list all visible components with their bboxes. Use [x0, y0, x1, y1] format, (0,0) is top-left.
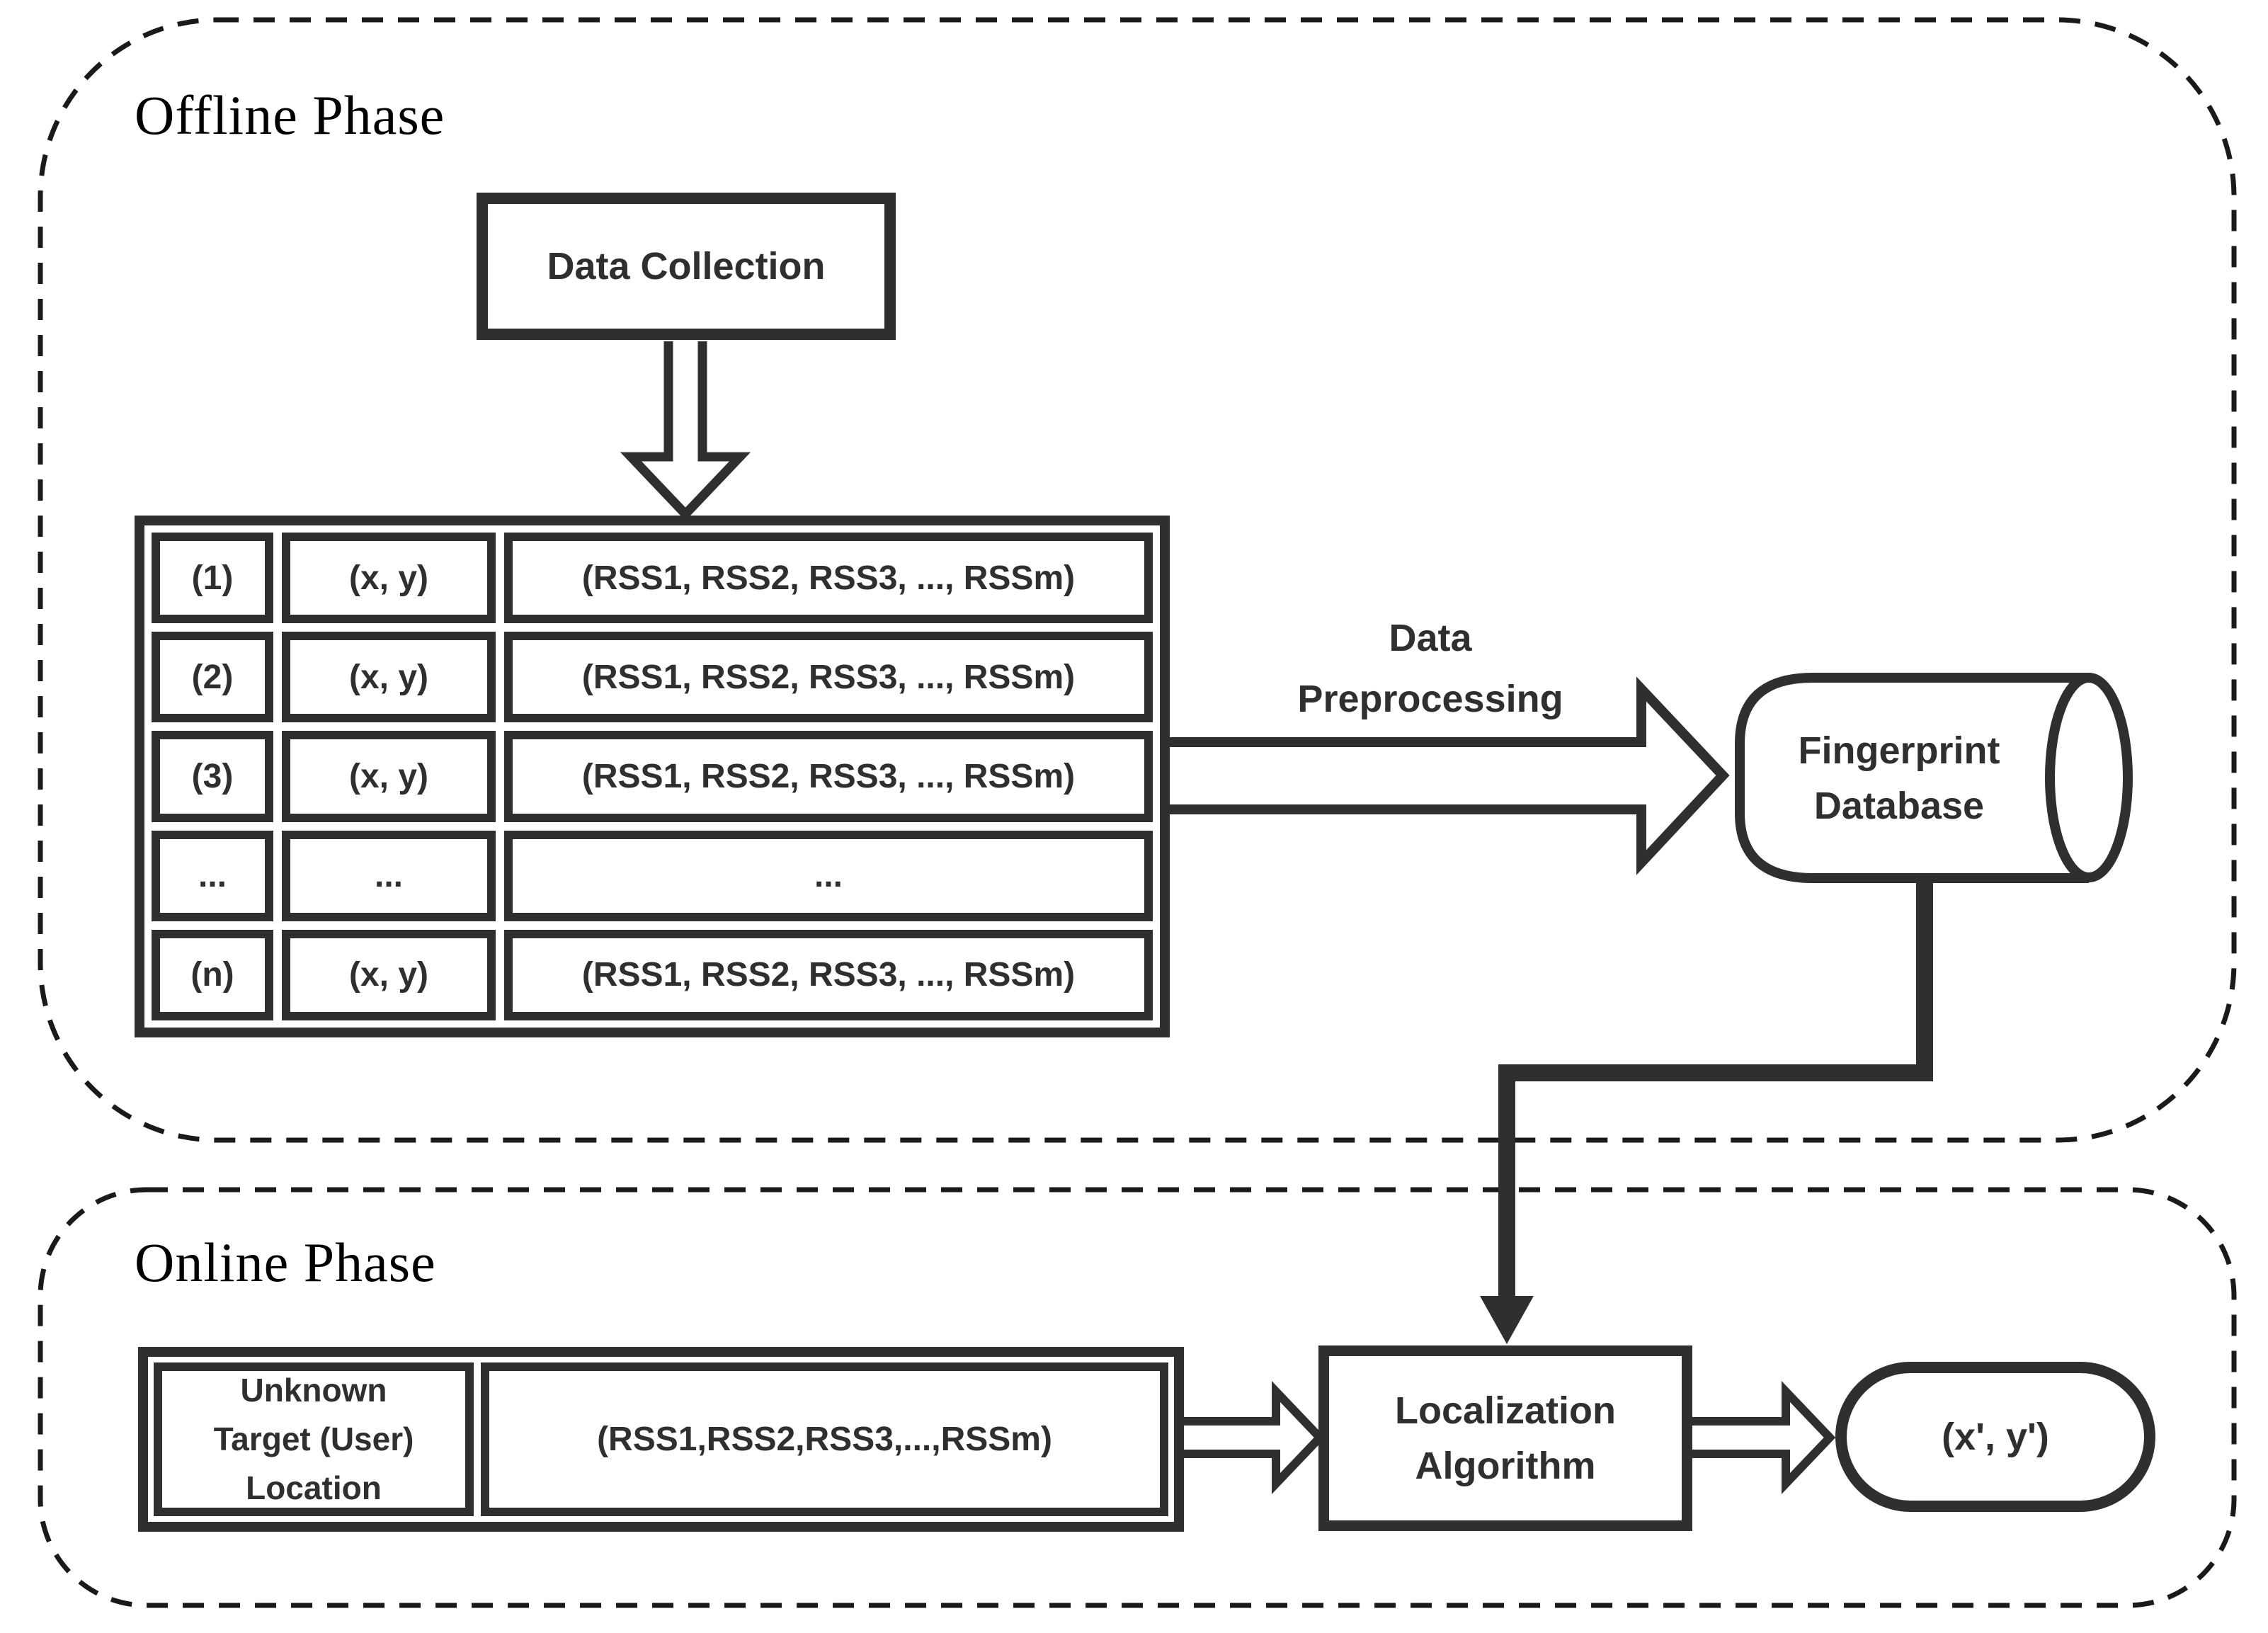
arrow-algorithm-to-output-icon [1691, 1381, 1836, 1494]
offline-phase-container [38, 17, 2237, 1143]
unknown-target-cell: Unknown Target (User) Location [154, 1362, 474, 1516]
connector-database-to-algorithm [1498, 878, 1933, 1303]
table-cell-row1-id: (1) [152, 533, 273, 624]
online-rss-cell: (RSS1,RSS2,RSS3,...,RSSm) [481, 1362, 1168, 1516]
database-cylinder-end [2045, 673, 2133, 882]
table-cell-row4-rss: ... [504, 830, 1153, 921]
table-cell-row5-id: (n) [152, 929, 273, 1020]
arrow-measurement-to-algorithm-icon [1181, 1381, 1326, 1494]
offline-phase-title: Offline Phase [135, 84, 445, 146]
table-cell-row2-coord: (x, y) [282, 632, 496, 723]
arrow-data-collection-to-table-icon [620, 341, 751, 521]
estimated-position-box: (x', y') [1835, 1362, 2155, 1512]
table-cell-row2-rss: (RSS1, RSS2, RSS3, ..., RSSm) [504, 632, 1153, 723]
online-phase-container [38, 1187, 2237, 1608]
localization-algorithm-line1: Localization [1394, 1389, 1617, 1432]
table-cell-row2-id: (2) [152, 632, 273, 723]
table-cell-row3-coord: (x, y) [282, 731, 496, 822]
online-rss-vector: (RSS1,RSS2,RSS3,...,RSSm) [597, 1421, 1052, 1458]
table-cell-row4-coord: ... [282, 830, 496, 921]
unknown-target-line2: Target (User) [213, 1421, 414, 1457]
database-cylinder-body [1735, 673, 2089, 883]
localization-algorithm-line2: Algorithm [1415, 1445, 1596, 1487]
data-collection-label: Data Collection [547, 245, 826, 288]
fingerprint-table: (1) (x, y) (RSS1, RSS2, RSS3, ..., RSSm)… [135, 516, 1170, 1037]
fingerprint-database-label: Fingerprint Database [1747, 683, 2051, 873]
estimated-position-label: (x', y') [1942, 1416, 2049, 1458]
online-phase-title: Online Phase [135, 1231, 436, 1293]
table-cell-row1-coord: (x, y) [282, 533, 496, 624]
table-cell-row3-id: (3) [152, 731, 273, 822]
table-cell-row4-id: ... [152, 830, 273, 921]
unknown-target-line1: Unknown [240, 1372, 387, 1409]
table-cell-row5-rss: (RSS1, RSS2, RSS3, ..., RSSm) [504, 929, 1153, 1020]
data-preprocessing-line2: Preprocessing [1297, 678, 1563, 721]
data-preprocessing-line1: Data [1389, 617, 1472, 659]
table-cell-row5-coord: (x, y) [282, 929, 496, 1020]
fingerprint-database-line2: Database [1813, 785, 1985, 827]
table-cell-row1-rss: (RSS1, RSS2, RSS3, ..., RSSm) [504, 533, 1153, 624]
arrowhead-down-icon [1480, 1296, 1534, 1344]
data-preprocessing-label: Data Preprocessing [1190, 608, 1671, 730]
arrow-table-to-database-icon [1167, 676, 1730, 875]
unknown-target-line3: Location [246, 1469, 382, 1506]
online-measurement-box: Unknown Target (User) Location (RSS1,RSS… [138, 1347, 1184, 1532]
fingerprint-database-line1: Fingerprint [1798, 729, 2000, 772]
table-cell-row3-rss: (RSS1, RSS2, RSS3, ..., RSSm) [504, 731, 1153, 822]
data-collection-box: Data Collection [477, 193, 896, 340]
localization-algorithm-box: Localization Algorithm [1318, 1345, 1692, 1531]
